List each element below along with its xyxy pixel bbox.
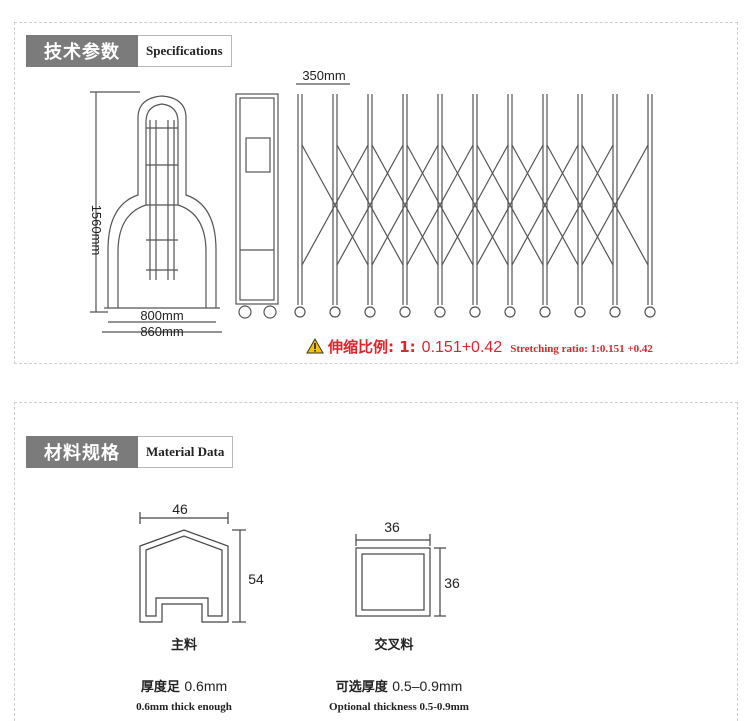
cross-thickness-en: Optional thickness 0.5-0.9mm (329, 701, 469, 713)
main-profile-label: 主料 (170, 638, 197, 653)
ratio-label-en: Stretching ratio: 1:0.151 +0.42 (510, 343, 653, 355)
dim-height-label: 1560mm (89, 205, 104, 256)
dim-leaf-width-label: 350mm (302, 68, 345, 83)
cross-dim-height: 36 (444, 575, 460, 591)
ratio-value: 0.151+0.42 (421, 339, 503, 356)
cross-thickness-caption: 可选厚度 0.5–0.9mm Optional thickness 0.5-0.… (304, 676, 494, 713)
dim-inner-width-label: 800mm (140, 308, 183, 323)
main-thickness-prefix: 厚度足 (140, 680, 180, 695)
cross-profile-drawing (355, 534, 446, 617)
specifications-title-cn: 技术参数 (26, 35, 138, 67)
main-thickness-cn: 厚度足 0.6mm (104, 676, 264, 695)
main-dim-height: 54 (248, 571, 264, 587)
gate-front-view (104, 95, 220, 309)
dimension-lines (90, 83, 350, 333)
specifications-title-en: Specifications (138, 35, 232, 67)
warning-icon (306, 338, 324, 354)
gate-side-section (235, 93, 279, 305)
main-profile-drawing (139, 512, 246, 623)
specifications-panel (14, 22, 738, 364)
cross-thickness-cn: 可选厚度 0.5–0.9mm (304, 676, 494, 695)
main-dim-width: 46 (172, 501, 188, 517)
material-panel (14, 402, 738, 721)
material-header: 材料规格 Material Data (26, 436, 234, 468)
stretching-ratio: 伸缩比例: 1: 0.151+0.42 Stretching ratio: 1:… (306, 336, 653, 357)
cross-thickness-value: 0.5–0.9mm (392, 678, 463, 694)
specifications-header: 技术参数 Specifications (26, 35, 232, 67)
cross-dim-width: 36 (384, 519, 400, 535)
material-title-en: Material Data (138, 436, 234, 468)
main-thickness-caption: 厚度足 0.6mm 0.6mm thick enough (104, 676, 264, 713)
gate-wheels (238, 305, 656, 319)
cross-profile-label: 交叉料 (374, 638, 414, 653)
main-thickness-en: 0.6mm thick enough (136, 701, 232, 713)
gate-lattice (297, 94, 653, 305)
main-thickness-value: 0.6mm (184, 678, 228, 694)
cross-thickness-prefix: 可选厚度 (335, 680, 388, 695)
dim-outer-width-label: 860mm (140, 324, 183, 339)
material-title-cn: 材料规格 (26, 436, 138, 468)
ratio-label-cn: 伸缩比例: 1: (328, 338, 416, 356)
